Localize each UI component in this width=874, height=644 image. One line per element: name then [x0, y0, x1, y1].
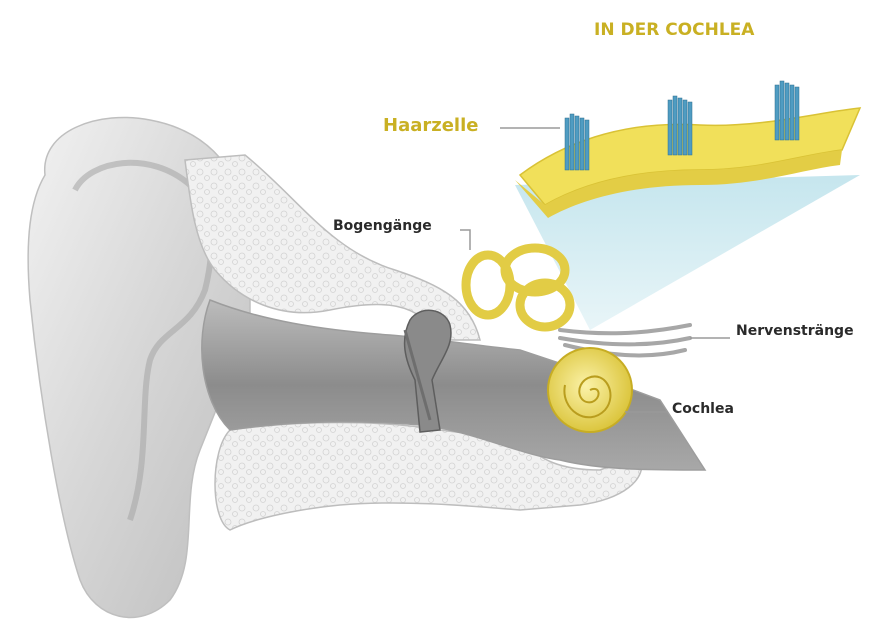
hair-cell: [668, 96, 692, 155]
diagram-title: IN DER COCHLEA: [594, 20, 754, 40]
label-cochlea: Cochlea: [672, 401, 734, 417]
label-hair-cell: Haarzelle: [383, 115, 478, 136]
label-nerve-fibers: Nervenstränge: [736, 323, 854, 339]
label-semicircular-canals: Bogengänge: [333, 218, 432, 234]
hair-cell: [565, 114, 589, 170]
hair-cell: [775, 81, 799, 140]
